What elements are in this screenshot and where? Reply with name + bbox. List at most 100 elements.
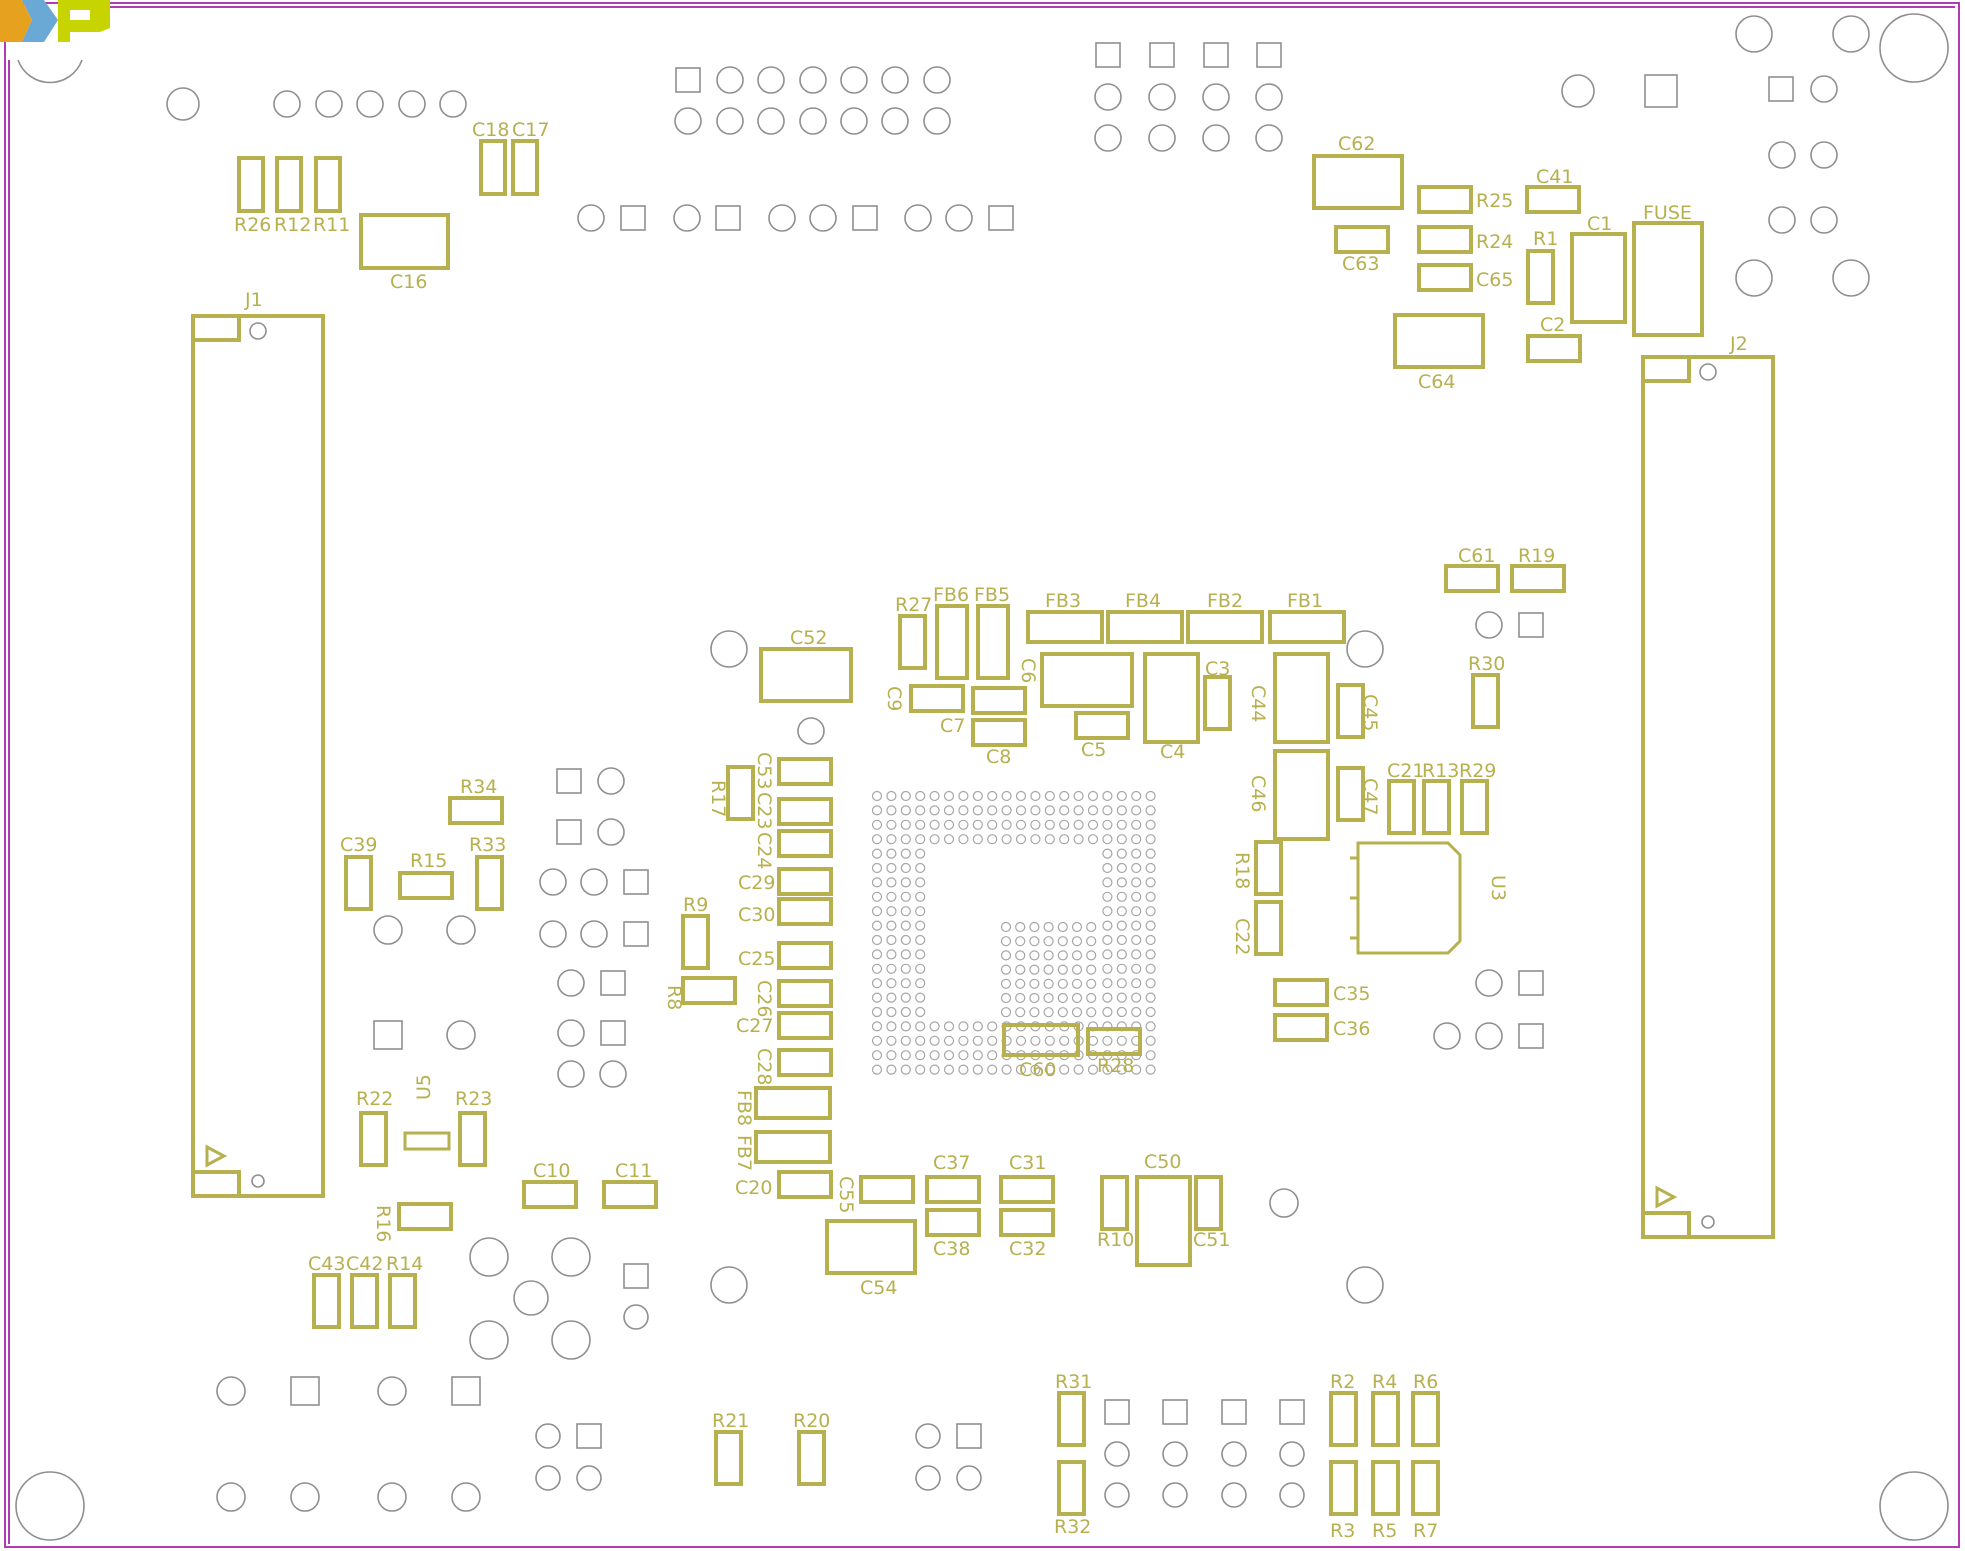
pad-round [945,204,973,232]
bga-ball [900,877,911,888]
footprint-r31 [1057,1391,1086,1447]
component-r31: R31 [1055,1371,1092,1447]
bga-ball [1015,1007,1026,1018]
bga-ball [1071,950,1083,961]
bga-ball [871,978,883,989]
bga-ball [915,1006,926,1018]
designator-r33: R33 [469,834,506,856]
bga-ball [943,1021,955,1032]
connector-j1: J1 [191,289,325,1198]
designator-r22: R22 [356,1088,393,1110]
bga-ball [1030,1064,1041,1075]
footprint-c1 [1570,232,1627,324]
footprint-c24 [777,829,833,858]
pad-round [1221,1482,1247,1508]
bga-ball [915,819,926,830]
pad-round [551,1237,591,1277]
bga-ball [1030,834,1041,845]
bga-ball [1102,848,1113,859]
footprint-r11 [314,156,342,213]
bga-ball [871,963,883,974]
bga-ball [1116,963,1127,974]
pad-round [904,204,932,232]
bga-ball [900,1035,911,1046]
component-c23: C23 [753,792,833,829]
pad-round [1162,1441,1188,1467]
footprint-r15 [398,871,454,900]
designator-c32: C32 [1009,1238,1046,1260]
pad-square [1104,1399,1130,1425]
bga-ball [1131,891,1142,902]
bga-ball [1044,1035,1055,1046]
designator-c55: C55 [835,1176,857,1213]
ic-u5: U5 [403,1074,451,1151]
bga-ball [900,805,911,816]
designator-fb7: FB7 [733,1135,755,1171]
component-c11: C11 [602,1160,658,1209]
designator-r30: R30 [1468,653,1505,675]
bga-ball [871,805,883,816]
component-c31: C31 [999,1152,1055,1204]
designator-fb6: FB6 [933,584,969,606]
bga-ball [915,1050,926,1061]
bga-ball [1001,819,1012,830]
pad-round [1810,206,1838,234]
designator-r27: R27 [895,594,932,616]
designator-r8: R8 [663,985,685,1010]
bga-ball [1145,848,1156,859]
component-r14: R14 [386,1253,423,1329]
bga-ball [1030,805,1041,816]
pad-square [576,1423,602,1449]
bga-ball [915,862,926,874]
designator-r11: R11 [313,214,350,236]
pad-round [710,1266,748,1304]
bga-ball [1116,920,1127,931]
bga-ball [943,1050,955,1061]
bga-ball [1116,877,1127,888]
footprint-c64 [1393,313,1485,369]
pad-round [1735,15,1773,53]
pad-round [439,90,467,118]
bga-ball [1000,964,1012,975]
footprint-r27 [898,614,927,670]
pad-square [623,869,649,895]
footprint-r5 [1371,1460,1400,1516]
bga-ball [943,1035,955,1046]
footprint-c44 [1273,652,1330,744]
component-c5: C5 [1074,711,1130,761]
pad-round [1346,1266,1384,1304]
j2-label: J2 [1729,333,1748,355]
pad-round [580,868,608,896]
component-c46: C46 [1247,749,1330,841]
component-c3: C3 [1203,658,1232,731]
bga-ball [1131,906,1142,917]
bga-ball [915,805,926,816]
bga-ball [871,906,883,917]
component-c24: C24 [753,829,833,869]
bga-ball [1102,834,1113,845]
bga-ball [1043,992,1054,1004]
footprint-c21 [1387,779,1416,835]
bga-ball [1001,834,1012,845]
footprint-r24 [1417,225,1473,254]
footprint-fb5 [976,604,1010,680]
designator-c47: C47 [1359,778,1381,815]
bga-ball [900,1021,911,1032]
bga-ball [1086,964,1097,975]
designator-c30: C30 [738,904,775,926]
bga-ball [1116,1006,1127,1018]
bga-ball [972,1064,983,1075]
bga-ball [1145,877,1156,888]
bga-ball [1131,819,1142,830]
component-r27: R27 [895,594,932,670]
designator-r3: R3 [1330,1520,1355,1542]
bga-ball [1071,964,1083,975]
bga-ball [1131,790,1142,802]
footprint-c17 [511,139,539,196]
bga-ball [1102,805,1113,816]
pad-square [988,205,1014,231]
component-c41: C41 [1525,166,1581,214]
bga-ball [1116,834,1127,845]
pad-round [469,1320,509,1360]
bga-ball [871,819,883,830]
